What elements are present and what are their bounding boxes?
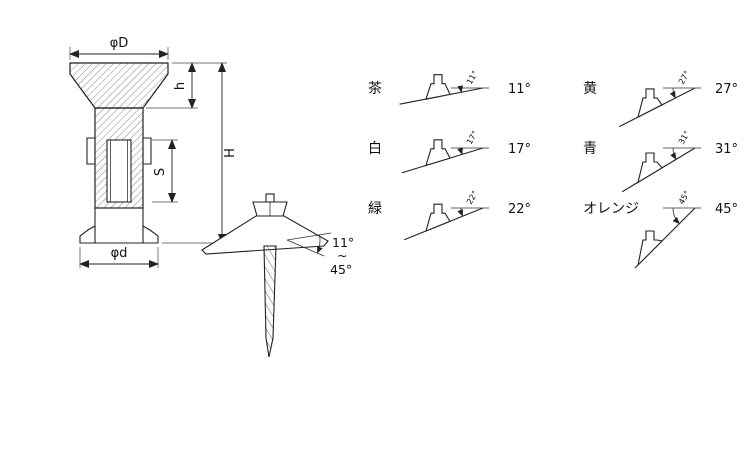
angle-value-label: 17°	[508, 142, 531, 157]
sleeve-walls	[94, 208, 144, 244]
arc-angle-label: 45°	[677, 189, 692, 206]
dim-phid-label: φd	[111, 246, 128, 261]
arc-angle-label: 22°	[465, 189, 480, 206]
fastener-head-section	[69, 62, 169, 109]
angle-range-annotation: 11° ~ 45°	[286, 232, 354, 277]
color-label: 黄	[583, 80, 597, 97]
dim-phid: φd	[79, 246, 159, 268]
spring-clip-left	[86, 137, 95, 165]
fastener-icon	[637, 152, 663, 184]
color-label: 白	[368, 141, 382, 157]
angle-value-label: 11°	[508, 82, 531, 97]
fastener-section-view: φD h S H φd	[69, 36, 238, 268]
angle-upper-line	[286, 232, 332, 241]
arc-angle-label: 17°	[465, 129, 480, 146]
dim-H-label: H	[223, 148, 238, 158]
arc-angle-label: 27°	[677, 69, 692, 86]
angle-value-label: 27°	[715, 82, 738, 97]
variant-blue: 青 31° 31°	[583, 129, 738, 193]
screw-side-view: 11° ~ 45°	[201, 193, 354, 358]
dim-h: h	[146, 62, 198, 109]
foot-right	[142, 225, 159, 244]
angle-value-label: 31°	[715, 142, 738, 157]
arc-angle-label: 11°	[465, 69, 480, 86]
screw-shank	[263, 245, 277, 358]
dim-phiD-label: φD	[110, 36, 129, 51]
dim-S: S	[152, 139, 178, 203]
dim-S-label: S	[153, 168, 168, 176]
color-label: オレンジ	[583, 201, 639, 217]
angle-value-label: 22°	[508, 202, 531, 217]
variant-brown: 茶 11° 11°	[368, 69, 531, 105]
screw-drive-boss	[265, 193, 275, 203]
variant-green: 緑 22° 22°	[368, 189, 531, 241]
color-label: 緑	[368, 201, 382, 217]
angle-arc	[672, 207, 680, 224]
fastener-icon	[637, 230, 664, 267]
angle-arc	[457, 207, 463, 217]
angle-tilde: ~	[337, 248, 347, 263]
angle-arc	[669, 87, 676, 99]
spring-clip-right	[143, 137, 152, 165]
threaded-bore	[106, 139, 132, 203]
angle-min-label: 11°	[332, 235, 354, 250]
fastener-icon	[425, 139, 451, 167]
arc-angle-label: 31°	[677, 129, 692, 146]
fastener-icon	[637, 88, 663, 119]
angle-arc	[670, 147, 677, 160]
color-label: 青	[583, 141, 597, 157]
variant-orange: オレンジ 45° 45°	[583, 189, 738, 269]
dim-h-label: h	[173, 82, 188, 90]
fastener-icon	[425, 74, 451, 100]
angle-value-label: 45°	[715, 202, 738, 217]
angle-arc	[457, 147, 463, 155]
color-label: 茶	[368, 81, 382, 97]
variant-white: 白 17° 17°	[368, 129, 531, 174]
foot-left	[79, 225, 96, 244]
angle-max-label: 45°	[330, 262, 352, 277]
angle-range-arc	[316, 234, 323, 254]
variant-yellow: 黄 27° 27°	[583, 69, 738, 128]
dim-phiD: φD	[69, 36, 169, 60]
fastener-icon	[425, 203, 451, 232]
